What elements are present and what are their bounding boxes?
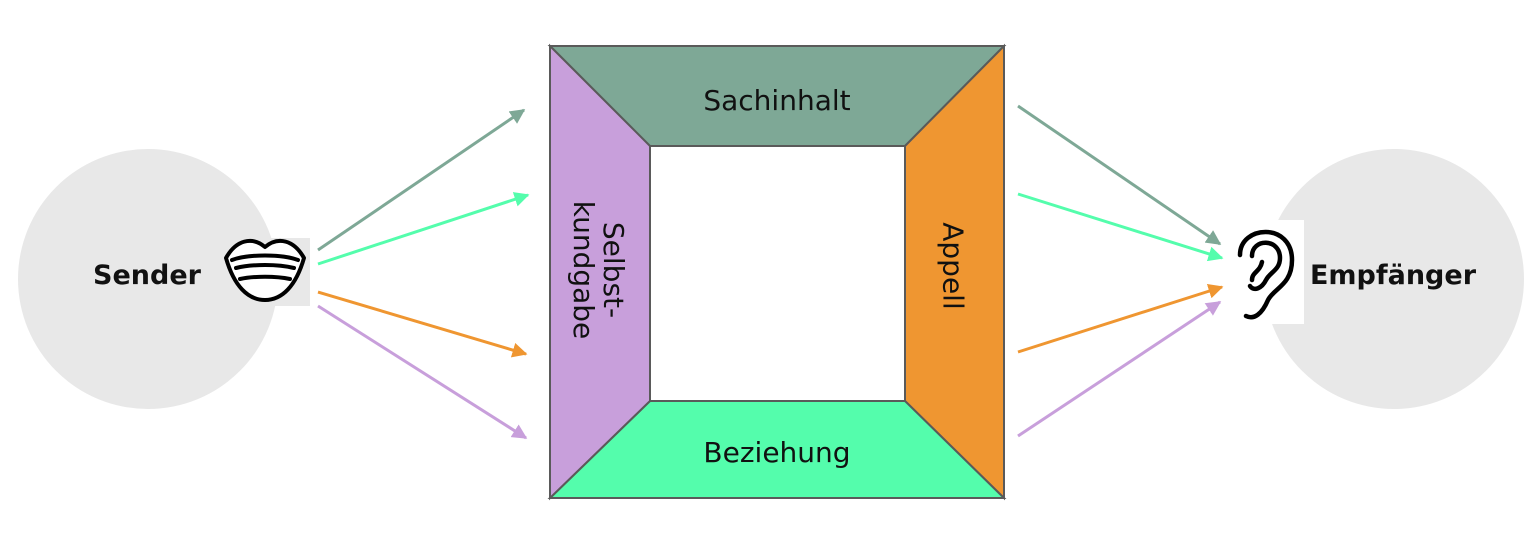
arrow-receiver-beziehung bbox=[1017, 192, 1224, 262]
sender-label: Sender bbox=[93, 260, 202, 291]
arrow-receiver-appell bbox=[1017, 283, 1224, 354]
receiver-circle bbox=[1264, 149, 1524, 409]
label-selbstkundgabe: Selbst- kundgabe bbox=[567, 201, 630, 340]
ear-icon bbox=[1234, 220, 1304, 324]
label-sachinhalt: Sachinhalt bbox=[703, 84, 850, 117]
sender-circle bbox=[18, 149, 278, 409]
mouth-icon bbox=[220, 238, 310, 306]
label-selbstkundgabe-line1: Selbst- bbox=[597, 222, 630, 318]
four-sides-square bbox=[547, 43, 1007, 501]
arrow-sender-beziehung bbox=[317, 192, 530, 266]
arrow-receiver-selbstkundgabe bbox=[1017, 300, 1222, 438]
label-appell: Appell bbox=[937, 222, 970, 310]
arrow-receiver-sachinhalt bbox=[1017, 104, 1222, 246]
inner-square bbox=[649, 145, 906, 402]
receiver-label: Empfänger bbox=[1310, 260, 1477, 291]
arrow-sender-appell bbox=[317, 290, 528, 358]
label-selbstkundgabe-line2: kundgabe bbox=[567, 201, 600, 340]
arrow-sender-sachinhalt bbox=[317, 108, 526, 252]
label-beziehung: Beziehung bbox=[703, 436, 850, 469]
arrow-sender-selbstkundgabe bbox=[317, 304, 528, 440]
